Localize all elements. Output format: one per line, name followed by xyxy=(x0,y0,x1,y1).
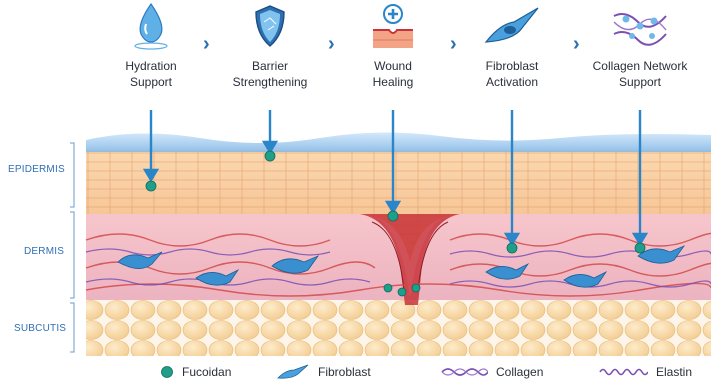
collagen-network-icon xyxy=(610,0,670,52)
step-label-line2: Support xyxy=(575,74,705,90)
step-barrier-strengthening: BarrierStrengthening xyxy=(205,0,335,90)
step-label-line1: Wound xyxy=(328,58,458,74)
wound-healing-icon xyxy=(371,0,415,52)
legend-label-elastin: Elastin xyxy=(656,365,692,379)
step-collagen-network-support: Collagen NetworkSupport xyxy=(575,0,705,90)
step-hydration-support: HydrationSupport xyxy=(86,0,216,90)
legend-label-fucoidan: Fucoidan xyxy=(182,365,231,379)
step-fibroblast-activation: FibroblastActivation xyxy=(447,0,577,90)
step-label-line2: Healing xyxy=(328,74,458,90)
step-label-line2: Support xyxy=(86,74,216,90)
fucoidan-dot-icon xyxy=(160,365,174,379)
step-wound-healing: WoundHealing xyxy=(328,0,458,90)
fibroblast-icon xyxy=(276,364,310,380)
legend-label-collagen: Collagen xyxy=(496,365,543,379)
layer-label-epidermis: EPIDERMIS xyxy=(8,164,65,175)
layer-brackets xyxy=(70,143,74,352)
layer-label-dermis: DERMIS xyxy=(24,246,64,257)
elastin-fiber-icon xyxy=(598,365,648,379)
legend-fibroblast: Fibroblast xyxy=(276,362,371,382)
legend-fucoidan: Fucoidan xyxy=(160,362,231,382)
fibroblast-icon xyxy=(480,0,544,52)
water-drop-icon xyxy=(131,0,171,52)
shield-icon xyxy=(250,0,290,52)
step-label-line1: Collagen Network xyxy=(575,58,705,74)
hydration-film xyxy=(86,132,711,152)
legend-elastin: Elastin xyxy=(598,362,692,382)
step-label-line2: Strengthening xyxy=(205,74,335,90)
step-label-line2: Activation xyxy=(447,74,577,90)
legend-label-fibroblast: Fibroblast xyxy=(318,365,371,379)
step-label-line1: Fibroblast xyxy=(447,58,577,74)
collagen-fiber-icon xyxy=(440,365,488,379)
step-label-line1: Barrier xyxy=(205,58,335,74)
layer-label-subcutis: SUBCUTIS xyxy=(14,323,66,334)
step-label-line1: Hydration xyxy=(86,58,216,74)
legend-collagen: Collagen xyxy=(440,362,543,382)
